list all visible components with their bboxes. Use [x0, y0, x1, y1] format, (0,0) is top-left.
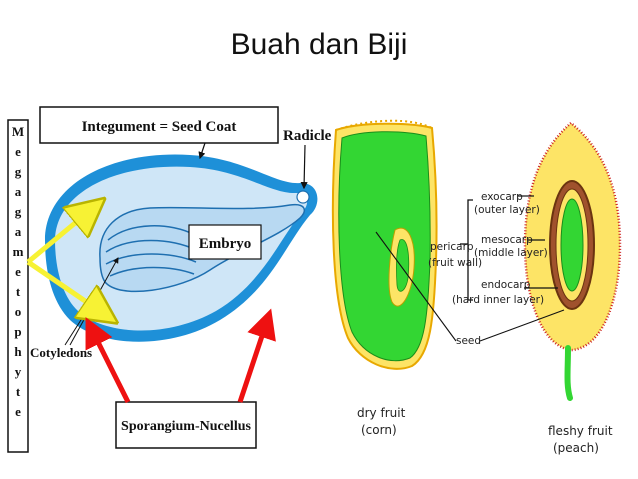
endocarp-note: (hard inner layer): [452, 294, 544, 306]
seed-label: seed: [456, 335, 481, 347]
megagametophyte-letter: a: [15, 224, 22, 239]
megagametophyte-letter: y: [15, 364, 22, 379]
peach-fruit: [525, 123, 620, 398]
embryo-label: Embryo: [199, 236, 252, 252]
megagametophyte-letter: e: [15, 404, 21, 419]
mesocarp-note: (middle layer): [474, 247, 548, 259]
integument-label: Integument = Seed Coat: [82, 119, 237, 135]
megagametophyte-letter: p: [14, 324, 21, 339]
pericarp-label: pericarp: [430, 241, 474, 253]
fleshy-fruit-label: fleshy fruit: [548, 424, 613, 438]
exocarp-note: (outer layer): [474, 204, 540, 216]
peach-stem: [568, 348, 571, 398]
endocarp-label: endocarp: [481, 279, 531, 291]
radicle-tip: [297, 191, 309, 203]
megagametophyte-letter: M: [12, 124, 24, 139]
red-arrow-right: [240, 318, 268, 402]
megagametophyte-letter: o: [15, 304, 22, 319]
peach-seed: [561, 199, 583, 291]
corn-flesh: [339, 132, 430, 361]
megagametophyte-letter: a: [15, 184, 22, 199]
radicle-label: Radicle: [283, 128, 332, 144]
megagametophyte-letter: e: [15, 264, 21, 279]
megagametophyte-letter: g: [15, 204, 22, 219]
cotyledons-label: Cotyledons: [30, 345, 92, 360]
exocarp-label: exocarp: [481, 191, 523, 203]
megagametophyte-letter: m: [13, 244, 24, 259]
megagametophyte-letter: h: [14, 344, 22, 359]
dry-fruit-example: (corn): [361, 423, 397, 437]
fleshy-fruit-example: (peach): [553, 441, 599, 455]
megagametophyte-letter: t: [16, 284, 21, 299]
megagametophyte-letter: g: [15, 164, 22, 179]
dry-fruit-label: dry fruit: [357, 406, 406, 420]
sporangium-label: Sporangium-Nucellus: [121, 419, 251, 434]
megagametophyte-letter: t: [16, 384, 21, 399]
megagametophyte-letter: e: [15, 144, 21, 159]
mesocarp-label: mesocarp: [481, 234, 533, 246]
